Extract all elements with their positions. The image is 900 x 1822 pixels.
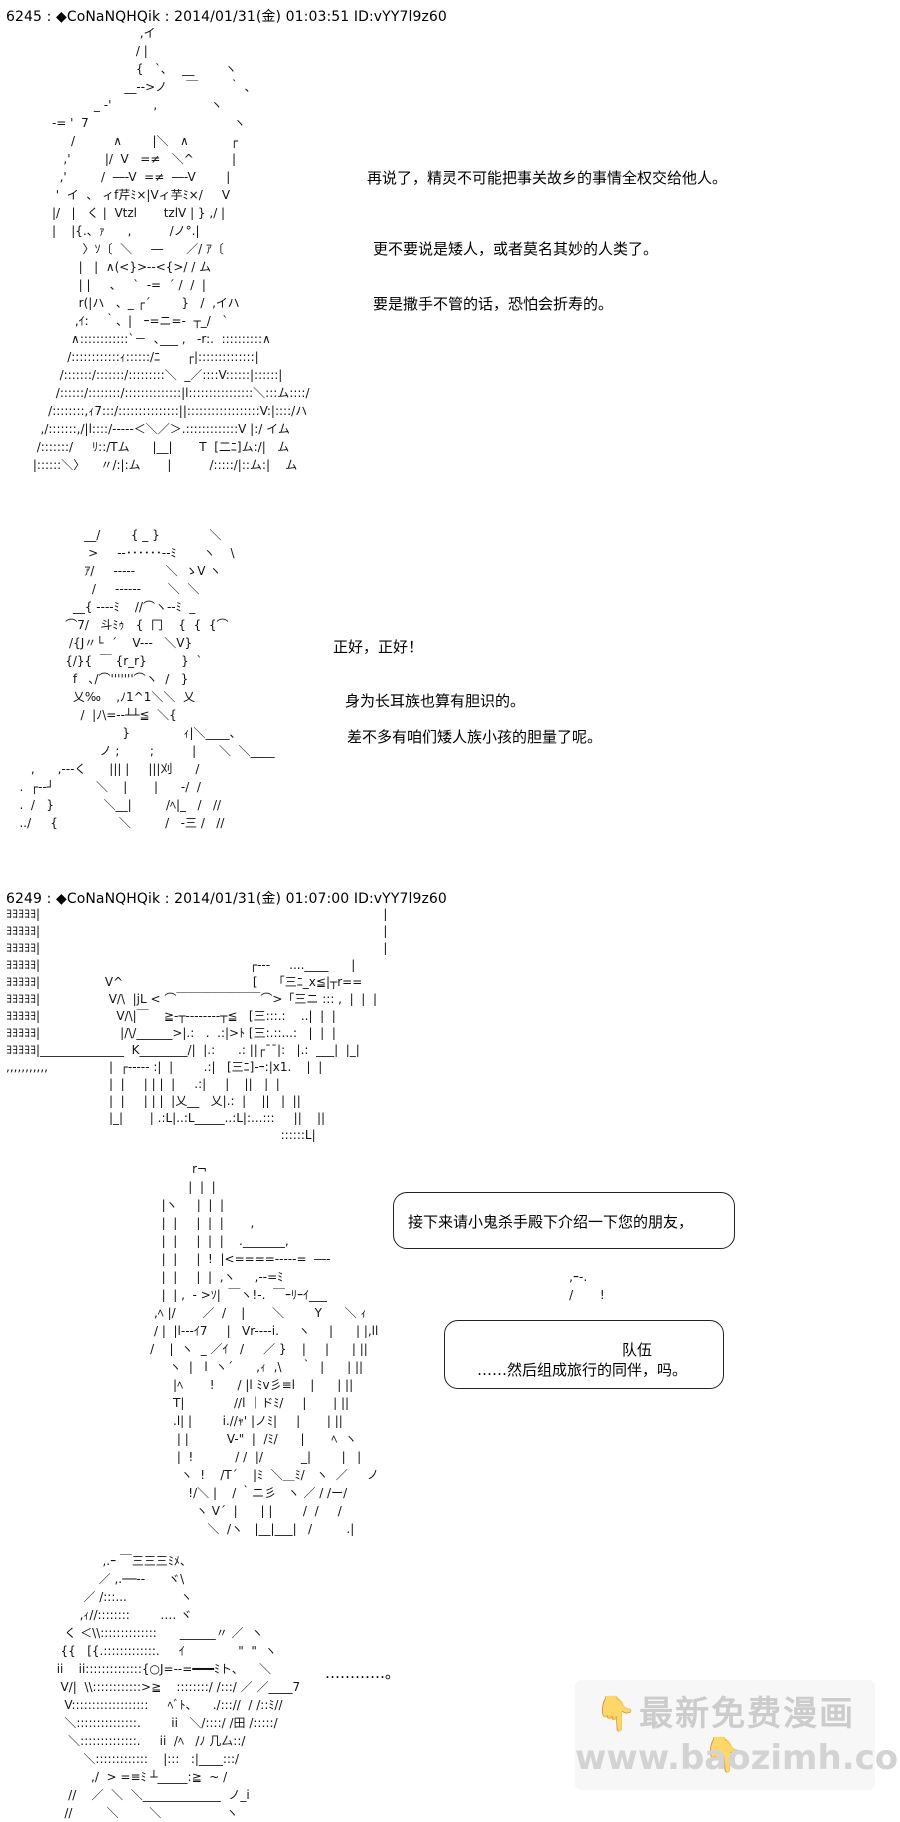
pointing-down-hand-icon: 👇: [702, 1735, 748, 1775]
ascii-art-goblin-slayer: r¬ | | | |ヽ | | | | | | | | , | | | | | …: [150, 1162, 379, 1536]
watermark: 👇最新免费漫画👇 www.baozimh.com: [575, 1680, 900, 1790]
watermark-line1: 最新免费漫画: [639, 1694, 856, 1734]
speech-bubble: 接下来请小鬼杀手殿下介绍一下您的朋友，: [393, 1192, 735, 1249]
bubble-text: ……然后组成旅行的同伴，吗。: [477, 1361, 688, 1379]
ascii-art-bubble-tail: ,ｰ-. / !: [569, 1270, 605, 1302]
ascii-art-town: ﾖﾖﾖﾖﾖ| | ﾖﾖﾖﾖﾖ| | ﾖﾖﾖﾖ: [6, 907, 388, 1142]
speech-bubble: 队伍 ……然后组成旅行的同伴，吗。: [444, 1320, 724, 1389]
dialogue-line: 要是撒手不管的话，恐怕会折寿的。: [373, 295, 614, 313]
dialogue-line: 更不要说是矮人，或者莫名其妙的人类了。: [373, 240, 659, 258]
dialogue-line: 身为长耳族也算有胆识的。: [345, 692, 526, 710]
dialogue-line: …………。: [325, 1664, 401, 1682]
dialogue-line: 差不多有咱们矮人族小孩的胆量了呢。: [347, 728, 603, 746]
bubble-ruby-text: 队伍: [622, 1341, 653, 1359]
dialogue-line: 再说了，精灵不可能把事关故乡的事情全权交给他人。: [367, 169, 728, 187]
post-header-6249: 6249 : ◆CoNaNQHQik : 2014/01/31(金) 01:07…: [6, 891, 447, 907]
post-header-6245: 6245 : ◆CoNaNQHQik : 2014/01/31(金) 01:03…: [6, 9, 447, 25]
dialogue-line: 正好，正好！: [333, 638, 424, 656]
pointing-down-hand-icon: 👇: [594, 1694, 640, 1734]
ascii-art-elf: ,イ / | { `､ __ ヽ __-->ノ ￣ ｀ 、 _ -' ,: [32, 26, 310, 472]
watermark-top: 👇最新免费漫画👇: [575, 1686, 875, 1775]
watermark-line2: www.baozimh.com: [575, 1738, 900, 1778]
ascii-art-dwarf: __/ { _ } ＼ > --･･････--ﾐ ヽ \ ｱ/ ----- ＼…: [19, 528, 275, 830]
ascii-art-helmet: ,.ｰ ￣三三三ﾐﾒ、 ／ ,.──-- ヾ\ ／ /:::... ヽ ,ｨ//…: [56, 1554, 301, 1820]
bubble-text: 接下来请小鬼杀手殿下介绍一下您的朋友，: [408, 1213, 694, 1231]
